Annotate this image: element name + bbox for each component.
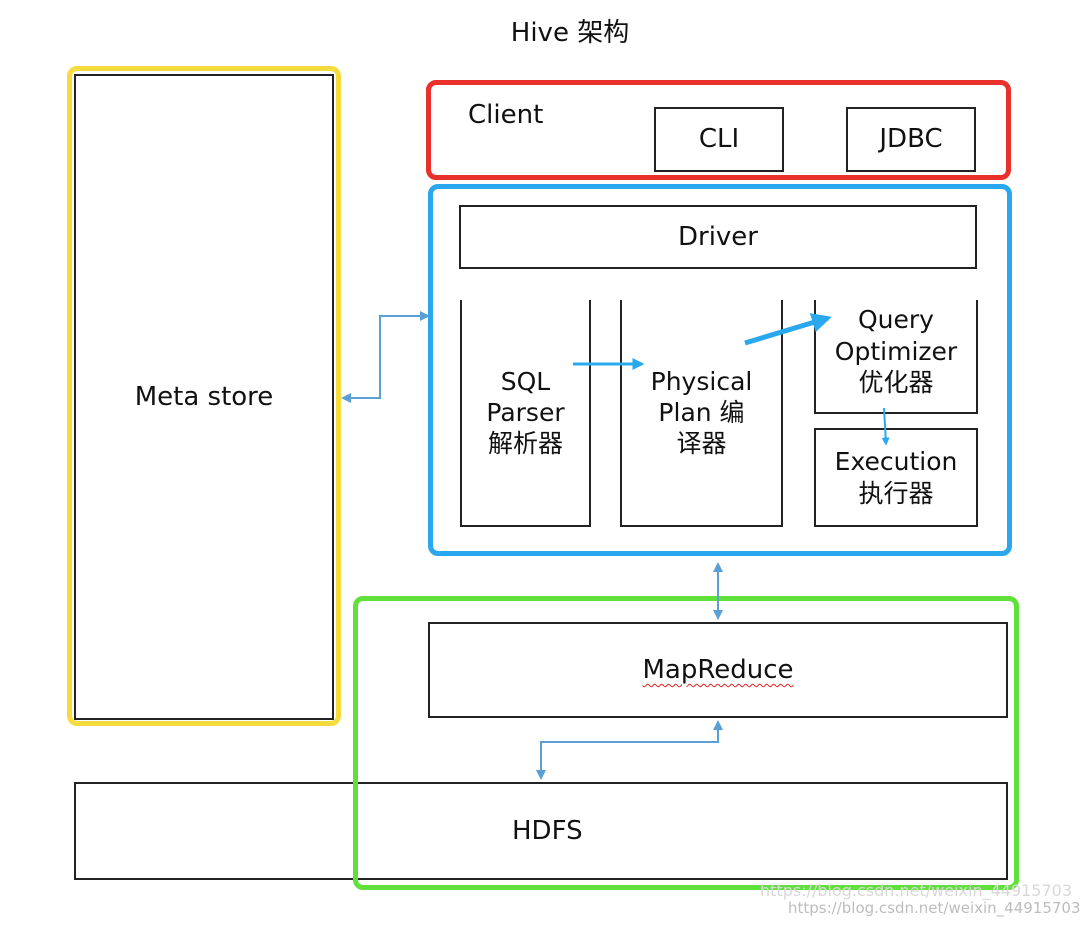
- mapreduce-label: MapReduce: [642, 654, 794, 685]
- mapreduce-hdfs-arrow: [536, 720, 723, 780]
- storage-frame: [353, 596, 1019, 890]
- execution-line-2: 执行器: [858, 478, 934, 508]
- sql-parser-line-3: 解析器: [487, 429, 563, 459]
- sql-parser-line-1: SQL: [500, 366, 551, 396]
- optimizer-to-execution-arrow: [881, 407, 890, 446]
- driver-box: Driver: [459, 205, 977, 269]
- cli-box: CLI: [654, 107, 784, 172]
- jdbc-box: JDBC: [846, 107, 976, 172]
- query-optimizer-line-1: Query: [858, 305, 934, 335]
- cli-label: CLI: [698, 124, 740, 155]
- metastore-frame: [67, 66, 341, 726]
- mapreduce-box: MapReduce: [428, 622, 1008, 718]
- sql-parser-line-2: Parser: [486, 397, 565, 427]
- driver-gap: [433, 284, 1005, 302]
- hdfs-box: HDFS: [74, 782, 1008, 880]
- query-optimizer-box: Query Optimizer 优化器: [814, 300, 978, 414]
- execution-box: Execution 执行器: [814, 428, 978, 527]
- physical-plan-line-1: Physical: [650, 366, 753, 396]
- sql-parser-box: SQL Parser 解析器: [460, 300, 591, 527]
- metastore-box: Meta store: [74, 74, 334, 720]
- watermark-text-2: https://blog.csdn.net/weixin_44915703: [788, 899, 1081, 917]
- plan-to-optimizer-arrow: [744, 313, 832, 346]
- diagram-title: Hive 架构: [510, 17, 630, 48]
- client-frame: [426, 80, 1011, 180]
- hdfs-label: HDFS: [512, 815, 583, 846]
- watermark-text: https://blog.csdn.net/weixin_44915703: [760, 881, 1073, 900]
- metastore-label: Meta store: [134, 381, 274, 412]
- driver-frame: [428, 184, 1012, 556]
- physical-plan-line-2: Plan 编: [658, 397, 745, 427]
- metastore-driver-arrow: [341, 311, 430, 403]
- client-label: Client: [468, 100, 544, 130]
- query-optimizer-line-2: Optimizer: [834, 336, 958, 366]
- execution-line-1: Execution: [834, 447, 958, 477]
- driver-label: Driver: [677, 221, 758, 252]
- query-optimizer-line-3: 优化器: [858, 367, 934, 397]
- physical-plan-line-3: 译器: [676, 429, 727, 459]
- jdbc-label: JDBC: [879, 124, 943, 155]
